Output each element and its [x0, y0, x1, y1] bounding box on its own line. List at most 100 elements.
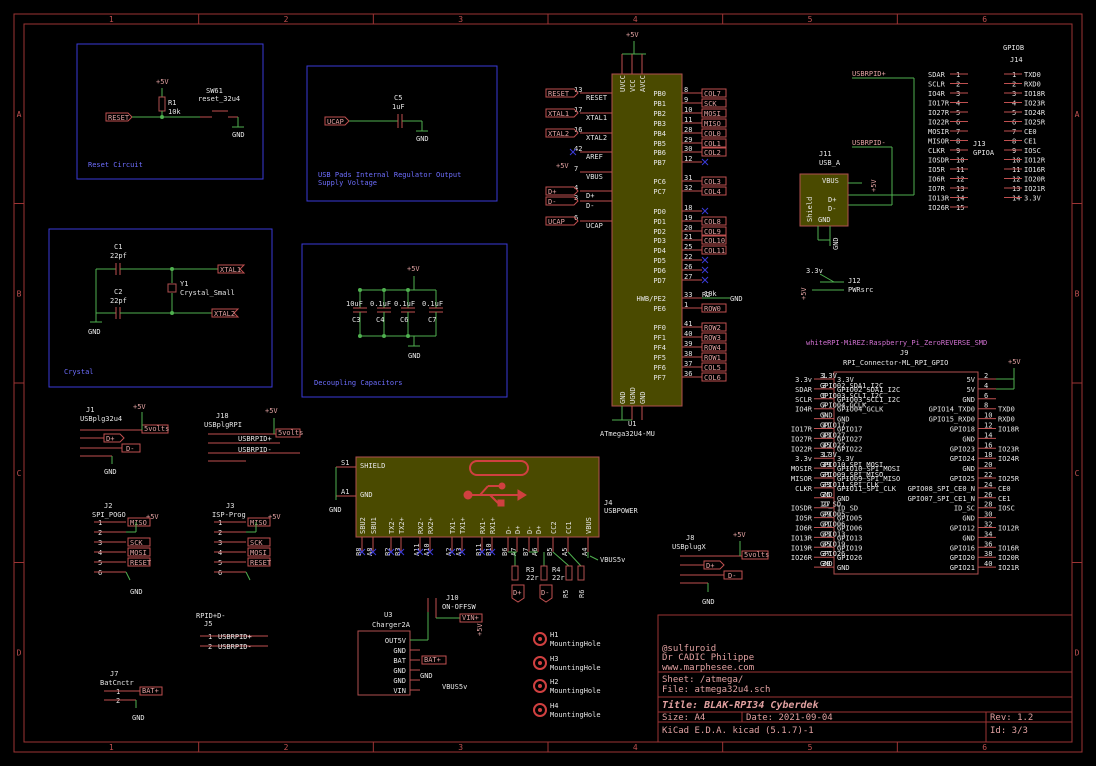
j9-right-pin-num: 10 [984, 412, 992, 420]
j9-right-pin-name: GND [962, 515, 975, 523]
j2-pwr: +5V [146, 513, 159, 521]
j5-ref: J5 [204, 620, 212, 628]
j4-bottom-pin-name: RX1- [479, 517, 487, 534]
j14-right-num: 10 [1012, 157, 1020, 165]
j9-left-pin-name: GPIO19 [837, 544, 862, 552]
j4-bottom-pin-num: A2 [445, 548, 453, 556]
u1-right-net-label: COL2 [704, 149, 721, 157]
j4-s1: S1 [341, 459, 349, 467]
j9-left-pin-name: ID_SD [837, 505, 858, 513]
u1-pwr: +5V [626, 31, 639, 39]
r2-ref: R2 [702, 291, 710, 299]
j9-left-pin-num: 5 [822, 392, 826, 400]
usb-reg-title-1: USB Pads Internal Regulator Output [318, 171, 461, 179]
j9-left-pin-num: 39 [822, 560, 830, 568]
j10-pwr: +5V [476, 623, 484, 636]
decoupling-block: Decoupling Capacitors +5V GND 10uFC30.1u… [301, 243, 508, 398]
u1-top-pin: AVCC [639, 75, 647, 92]
j9-rpi-connector: whiteRPI-MiREZ:Raspberry_Pi_ZeroREVERSE_… [791, 339, 1021, 575]
j9-right-pin-name: GPIO20 [950, 554, 975, 562]
u3-ref: U3 [384, 611, 392, 619]
r2-val: 10k [704, 290, 717, 298]
j9-left-net: IO19R [791, 544, 813, 552]
j2-pin-num: 1 [98, 519, 102, 527]
mounting-hole-val: MountingHole [550, 664, 601, 672]
j9-right-pin-name: GND [962, 465, 975, 473]
j18-pwr: +5V [265, 407, 278, 415]
j14-right-num: 12 [1012, 176, 1020, 184]
j9-val: RPI_Connector-ML_RPI_GPIO [843, 359, 948, 367]
j9-right-pin-name: GPIO16 [950, 544, 975, 552]
j11-val: USB_A [819, 159, 841, 167]
author-2: Dr CADIC Philippe [662, 653, 754, 663]
j9-right-pin-name: GND [962, 396, 975, 404]
u1-right-pin-num: 10 [684, 106, 692, 114]
j14-left-net: MOSIR [928, 128, 950, 136]
u1-right-pin-num: 39 [684, 340, 692, 348]
j2-val: SPI_POGO [92, 511, 126, 519]
j4-val: USBPOWER [604, 507, 639, 515]
u1-right-pin-name: PB4 [653, 130, 666, 138]
j4-bottom-pin-num: B7 [522, 548, 530, 556]
frame-col-label: 6 [982, 15, 987, 24]
j14-ref: J14 [1010, 56, 1023, 64]
j1-dm: D- [126, 445, 134, 453]
j9-left-pin-name: GND [837, 416, 850, 424]
u1-left-pin-name: XTAL2 [586, 134, 607, 142]
u3-pin-name: BAT [393, 657, 406, 665]
mounting-holes: H1MountingHoleH3MountingHoleH2MountingHo… [533, 631, 601, 719]
u1-right-pin-name: PB3 [653, 120, 666, 128]
u1-right-pin-name: PF4 [653, 344, 666, 352]
j9-right-pin-name: GPIO25 [950, 475, 975, 483]
ucap-net-label: UCAP [327, 118, 344, 126]
j14-right-num: 14 [1012, 195, 1020, 203]
j14-right-net: IO18R [1024, 90, 1046, 98]
j9-left-pin-num: GPIO26 [820, 550, 845, 558]
c5-gnd: GND [416, 135, 429, 143]
j9-right-net: IO12R [998, 525, 1020, 533]
j14-left-net: IO4R [928, 90, 946, 98]
mounting-hole-val: MountingHole [550, 711, 601, 719]
u3-vbus: VBUS5v [442, 683, 467, 691]
u1-right-pin-num: 12 [684, 155, 692, 163]
r1-val: 10k [168, 108, 181, 116]
j14-right-net: IO23R [1024, 100, 1046, 108]
j3-net-label: SCK [250, 539, 263, 547]
j14-left-num: 5 [956, 109, 960, 117]
j3-pin-num: 1 [218, 519, 222, 527]
r3-ref: R3 [526, 566, 534, 574]
j9-left-pin-num: GPIO10_SPI_MOSI [820, 461, 883, 469]
j9-right-pin-name: GPIO18 [950, 426, 975, 434]
j9-right-pin-name: GPIO24 [950, 455, 975, 463]
u1-right-pin-num: 11 [684, 116, 692, 124]
j4-shield-pin: SHIELD [360, 462, 385, 470]
j9-left-pin-name: GPIO06 [837, 525, 862, 533]
u1-right-pin-num: 19 [684, 214, 692, 222]
j18-dm: USBRPID- [238, 446, 272, 454]
j18-dp: USBRPID+ [238, 435, 272, 443]
u1-left-net-label: UCAP [548, 218, 565, 226]
j4-bottom-pin-num: A4 [581, 548, 589, 556]
u1-right-pin-name: PB2 [653, 110, 666, 118]
j5-rpi-dpdm: RPID+D- J5 1 2 USBRPID+ USBRPID- [196, 612, 268, 651]
j9-left-pin-name: GPIO13 [837, 534, 862, 542]
j9-left-net: IO27R [791, 435, 813, 443]
j7-pin1: 1 [116, 688, 120, 696]
j9-right-pin-num: 38 [984, 550, 992, 558]
xtal2-net-label: XTAL2 [214, 310, 235, 318]
u1-right-pin-num: 21 [684, 233, 692, 241]
j14-left-net: CLKR [928, 147, 946, 155]
mounting-hole-icon [533, 632, 547, 646]
xtal1-net-label: XTAL1 [220, 266, 241, 274]
u1-right-pin-num: 37 [684, 360, 692, 368]
j9-left-net: IO17R [791, 426, 813, 434]
u1-left-pin-name: D- [586, 202, 594, 210]
j2-pin-num: 3 [98, 539, 102, 547]
u3-val: Charger2A [372, 621, 411, 629]
j11-pin-dm: D- [828, 205, 836, 213]
u1-left-pin-num: 6 [574, 214, 578, 222]
j9-left-pin-name: GPIO02_SDA1_I2C [837, 386, 900, 394]
j12-pwrsrc: 3.3v J12 PWRsrc +5V [800, 267, 873, 300]
